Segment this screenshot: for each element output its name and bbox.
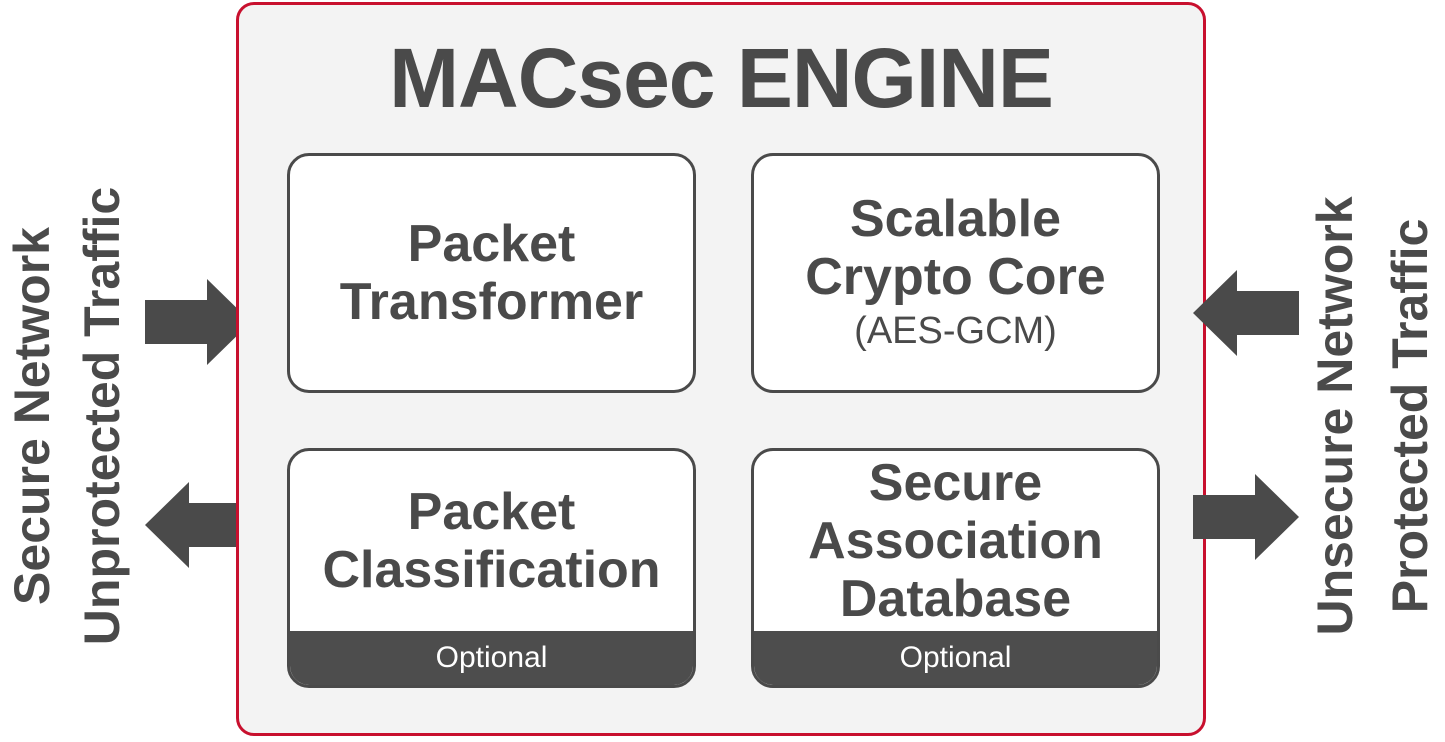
sa-database-block: Secure Association Database Optional — [751, 448, 1160, 688]
arrow-right-icon — [145, 279, 251, 365]
packet-classification-block: Packet Classification Optional — [287, 448, 696, 688]
packet-transformer-line2: Transformer — [339, 273, 644, 331]
engine-title: MACsec ENGINE — [389, 31, 1054, 125]
left-label-line2: Unprotected Traffic — [74, 186, 130, 646]
crypto-core-line2: Crypto Core — [805, 248, 1106, 306]
packet-classification-optional-badge: Optional — [290, 631, 693, 685]
sa-database-optional-badge: Optional — [754, 631, 1157, 685]
arrow-left-icon — [1193, 270, 1299, 356]
sa-database-line1: Secure — [868, 454, 1043, 512]
arrow-right-icon — [1193, 474, 1299, 560]
arrow-left-icon — [145, 482, 251, 568]
sa-database-line2: Association — [808, 512, 1103, 570]
right-label-line2: Protected Traffic — [1382, 218, 1438, 614]
packet-classification-line1: Packet — [407, 483, 576, 541]
crypto-core-sub: (AES-GCM) — [854, 310, 1057, 352]
left-label-line1: Secure Network — [4, 227, 60, 605]
crypto-core-block: Scalable Crypto Core (AES-GCM) — [751, 153, 1160, 393]
packet-transformer-line1: Packet — [407, 215, 576, 273]
packet-classification-line2: Classification — [322, 541, 661, 599]
sa-database-line3: Database — [839, 570, 1072, 628]
packet-transformer-block: Packet Transformer — [287, 153, 696, 393]
crypto-core-line1: Scalable — [849, 190, 1062, 248]
right-label-line1: Unsecure Network — [1307, 196, 1363, 636]
